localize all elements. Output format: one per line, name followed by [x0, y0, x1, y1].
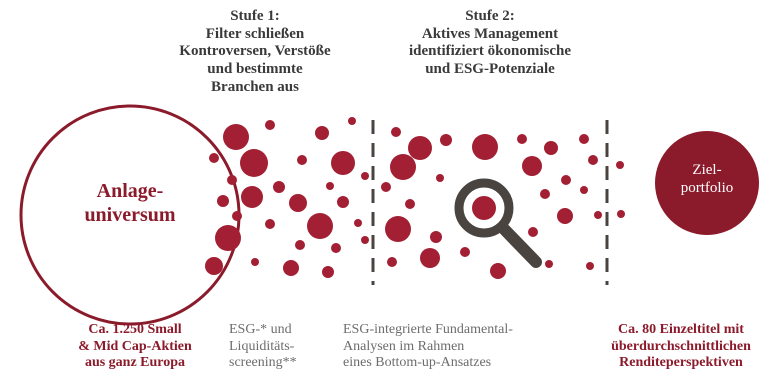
caption-line: Analysen im Rahmen	[343, 338, 465, 354]
universe-label: Anlage- universum	[50, 180, 210, 227]
decorative-dot	[381, 182, 391, 192]
target-label: Ziel- portfolio	[660, 162, 754, 197]
decorative-dot	[232, 211, 242, 221]
stage2-line: Aktives Management	[421, 25, 559, 42]
decorative-dot	[240, 149, 268, 177]
decorative-dot	[579, 134, 589, 144]
decorative-dot	[588, 155, 598, 165]
decorative-dot	[436, 174, 444, 182]
target-portfolio-circle	[655, 131, 759, 235]
decorative-dot	[390, 154, 416, 180]
stage1-line: Filter schließen	[205, 25, 305, 42]
decorative-dot	[385, 216, 411, 242]
stage2-line: identifiziert ökonomische	[408, 43, 572, 60]
universe-label-line: Anlage-	[96, 180, 164, 202]
caption-line: Ca. 1.250 Small	[88, 322, 182, 337]
stage2-line: und ESG-Potenziale	[425, 61, 555, 78]
decorative-dot	[472, 134, 498, 160]
stage1-line: Branchen aus	[211, 78, 299, 95]
decorative-dot	[331, 243, 341, 253]
caption-line: ESG-integrierte Fundamental-	[343, 322, 513, 337]
decorative-dot	[405, 199, 415, 209]
decorative-dot	[391, 127, 401, 137]
decorative-dot	[289, 194, 307, 212]
caption-line: ESG-* und	[229, 322, 292, 337]
decorative-dot	[326, 182, 334, 190]
caption-line: eines Bottom-up-Ansatzes	[343, 355, 492, 371]
decorative-dot	[223, 124, 249, 150]
decorative-dot	[315, 126, 329, 140]
decorative-dot	[617, 210, 625, 218]
decorative-dot	[440, 134, 452, 146]
decorative-dot	[295, 240, 305, 250]
caption-line: screening**	[229, 355, 297, 371]
decorative-dot	[205, 257, 223, 275]
target-label-line: portfolio	[680, 179, 734, 196]
decorative-dot	[594, 211, 602, 219]
decorative-dot	[408, 136, 432, 160]
stage1-line: Kontroversen, Verstöße	[179, 43, 331, 60]
decorative-dot	[337, 196, 349, 208]
decorative-dot	[331, 151, 355, 175]
decorative-dot	[586, 262, 594, 270]
stage2-heading: Stufe 2:	[465, 8, 515, 24]
target-label-line: Ziel-	[692, 162, 722, 178]
caption-target: Ca. 80 Einzeltitel mit überdurchschnittl…	[592, 322, 770, 372]
decorative-dot	[490, 263, 506, 279]
decorative-dot	[215, 225, 241, 251]
caption-universe: Ca. 1.250 Small & Mid Cap-Aktien aus gan…	[60, 322, 210, 372]
decorative-dot	[528, 227, 538, 237]
decorative-dot	[361, 236, 369, 244]
stage1-heading: Stufe 1:	[230, 8, 280, 24]
caption-line: & Mid Cap-Aktien	[78, 338, 192, 354]
decorative-dot	[420, 248, 440, 268]
decorative-dot	[517, 134, 527, 144]
decorative-dot	[540, 189, 550, 199]
dots-group	[205, 117, 625, 279]
decorative-dot	[265, 120, 275, 130]
decorative-dot	[273, 181, 285, 193]
decorative-dot	[307, 213, 333, 239]
decorative-dot	[227, 175, 237, 185]
decorative-dot	[241, 186, 263, 208]
decorative-dot	[616, 161, 624, 169]
decorative-dot	[561, 175, 571, 185]
decorative-dot	[209, 153, 219, 163]
stage2-heading-block: Stufe 2: Aktives Management identifizier…	[380, 8, 600, 79]
stage1-heading-block: Stufe 1: Filter schließen Kontroversen, …	[150, 8, 360, 96]
decorative-dot	[544, 141, 558, 155]
decorative-dot	[348, 117, 356, 125]
stage1-line: und bestimmte	[207, 61, 303, 78]
decorative-dot	[557, 208, 573, 224]
decorative-dot	[580, 186, 588, 194]
caption-line: Renditeperspektiven	[619, 355, 743, 371]
decorative-dot	[361, 172, 369, 180]
universe-label-line: universum	[84, 203, 176, 226]
caption-analysis: ESG-integrierte Fundamental- Analysen im…	[343, 322, 553, 372]
decorative-dot	[283, 260, 299, 276]
magnifier-icon	[454, 178, 542, 268]
decorative-dot	[522, 156, 542, 176]
decorative-dot	[251, 258, 259, 266]
caption-screening: ESG-* und Liquiditäts- screening**	[229, 322, 339, 372]
caption-line: aus ganz Europa	[84, 355, 186, 371]
decorative-dot	[322, 266, 334, 278]
decorative-dot	[297, 155, 307, 165]
decorative-dot	[430, 231, 442, 243]
caption-line: Ca. 80 Einzeltitel mit	[618, 322, 744, 337]
decorative-dot	[265, 219, 275, 229]
decorative-dot	[387, 257, 397, 267]
decorative-dot	[545, 260, 553, 268]
caption-line: überdurchschnittlichen	[611, 338, 751, 354]
decorative-dot	[460, 247, 470, 257]
decorative-dot	[217, 195, 229, 207]
decorative-dot	[354, 219, 362, 227]
caption-line: Liquiditäts-	[229, 338, 295, 354]
